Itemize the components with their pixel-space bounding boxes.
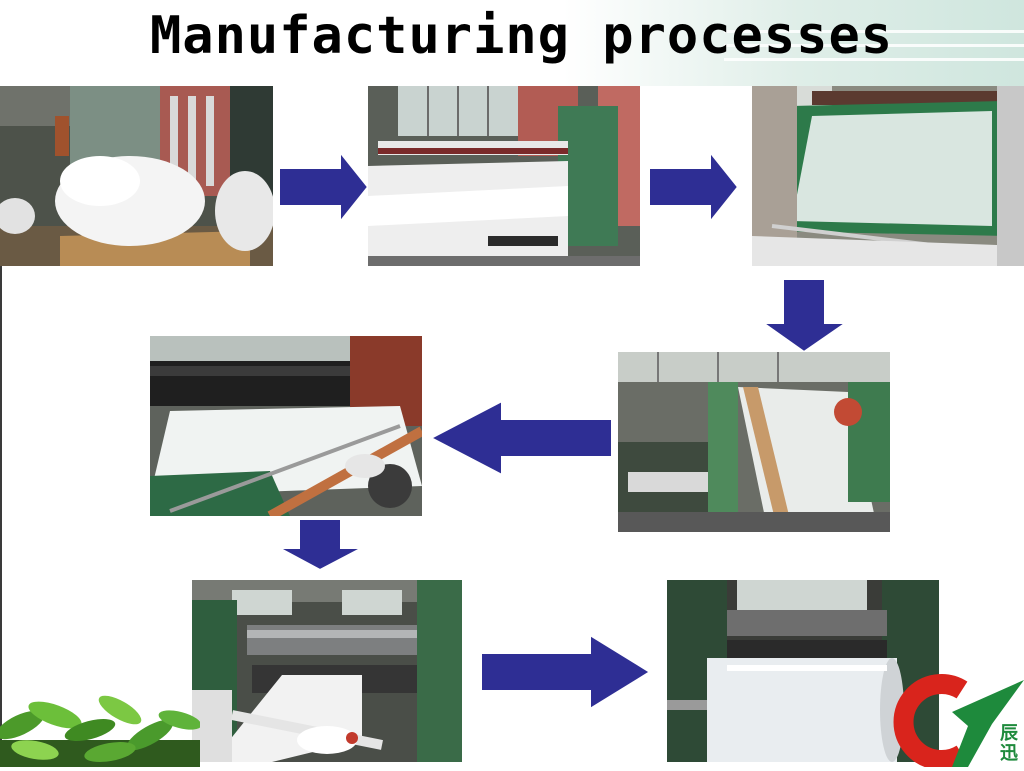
- next-step-arrow-3: [762, 278, 848, 354]
- logo-character-2: 迅: [1000, 743, 1018, 764]
- slide-left-border: [0, 0, 2, 767]
- raw-fiber-bales-photo: [0, 86, 273, 266]
- company-logo: 辰 迅: [892, 672, 1024, 770]
- next-step-arrow-4: [430, 400, 614, 476]
- carding-machine-photo: [368, 86, 640, 266]
- cross-lapper-photo: [618, 352, 890, 532]
- calender-rollers-photo: [192, 580, 462, 762]
- title-banner: [0, 0, 1024, 86]
- next-step-arrow-5: [278, 518, 364, 572]
- slide-title: Manufacturing processes: [150, 6, 894, 66]
- decorative-leaves: [0, 680, 202, 767]
- web-forming-conveyor-photo: [752, 86, 1024, 266]
- next-step-arrow-1: [278, 150, 370, 224]
- felt-layer-conveyor-photo: [150, 336, 422, 516]
- finished-roll-photo: [667, 580, 939, 762]
- logo-character-1: 辰: [1000, 723, 1018, 744]
- next-step-arrow-2: [648, 150, 740, 224]
- next-step-arrow-6: [480, 634, 652, 710]
